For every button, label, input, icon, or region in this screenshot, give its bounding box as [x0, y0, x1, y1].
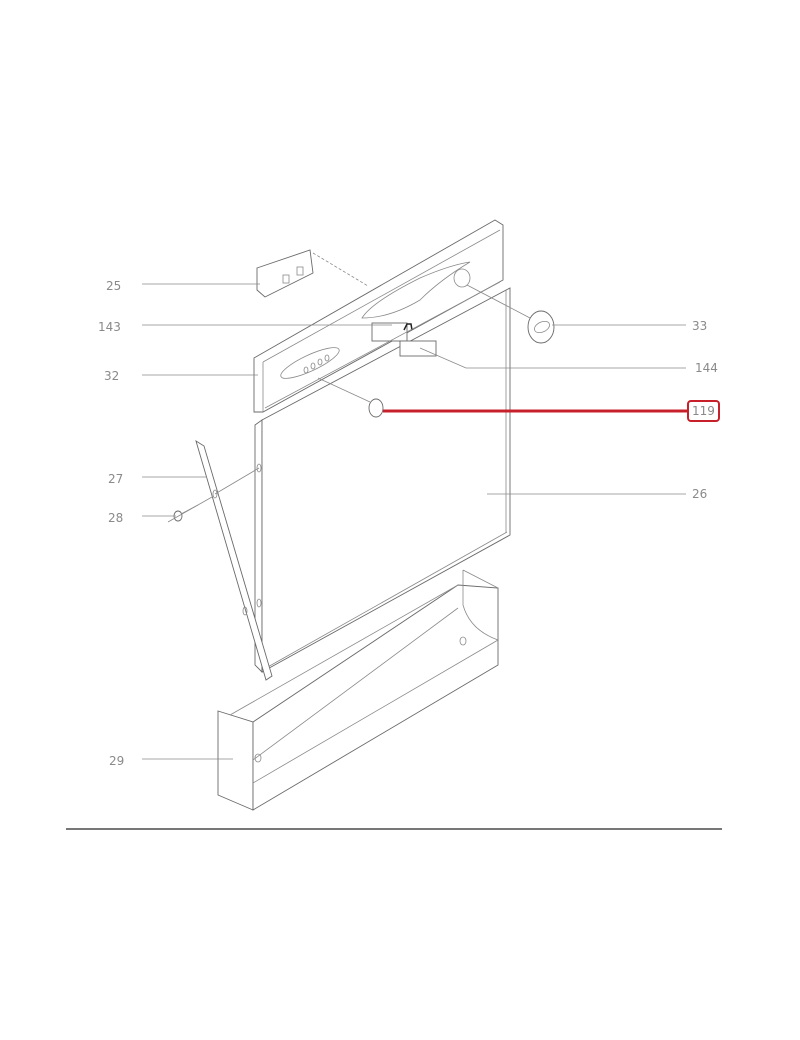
label-119-highlighted[interactable]: 119	[687, 400, 720, 422]
control-panel-32	[253, 219, 504, 413]
label-28[interactable]: 28	[108, 511, 124, 525]
label-33[interactable]: 33	[692, 319, 708, 333]
label-26[interactable]: 26	[692, 487, 708, 501]
bracket-25	[256, 249, 369, 298]
label-25[interactable]: 25	[106, 279, 122, 293]
side-strip-27	[195, 439, 273, 681]
button-119	[368, 398, 384, 418]
label-32[interactable]: 32	[104, 369, 120, 383]
label-143[interactable]: 143	[98, 320, 121, 334]
door-panel-26	[254, 287, 511, 674]
kickplate-29	[217, 569, 499, 811]
knob-ring-33	[466, 284, 555, 344]
leader-lines	[142, 283, 686, 760]
label-29[interactable]: 29	[109, 754, 125, 768]
label-144[interactable]: 144	[695, 361, 718, 375]
screw-28	[167, 496, 213, 523]
label-27[interactable]: 27	[108, 472, 124, 486]
